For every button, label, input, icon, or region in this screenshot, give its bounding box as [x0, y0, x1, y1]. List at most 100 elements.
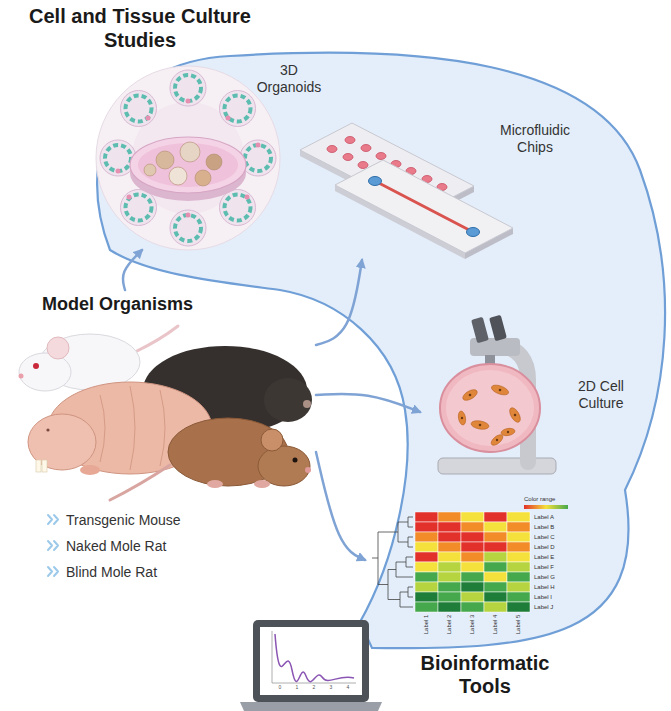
organism-name: Blind Mole Rat [66, 564, 286, 581]
microscope-figure [438, 458, 556, 474]
organoid-dish-figure [245, 145, 271, 171]
axis-tick: 4 [347, 685, 350, 691]
white-mouse [33, 363, 39, 369]
microscope-figure [489, 315, 507, 341]
heatmap-figure [438, 572, 461, 582]
organoid-dish-figure [186, 213, 191, 218]
microfluidic-chip-figure [361, 145, 371, 152]
microfluidic-chip-figure [369, 177, 382, 186]
organoid-dish-figure [116, 169, 121, 174]
heatmap-figure [461, 522, 484, 532]
heatmap-figure [507, 522, 530, 532]
microscope-figure [500, 427, 515, 436]
organoid-dish-figure [195, 170, 211, 186]
heatmap-figure [484, 542, 507, 552]
microfluidic-chip-figure [467, 228, 480, 237]
organoid-dish-figure [121, 91, 157, 127]
axis-tick: 3 [330, 685, 333, 691]
naked-mole-rat [80, 465, 100, 475]
laptop-figure [240, 702, 382, 711]
heatmap-figure [484, 552, 507, 562]
heatmap-figure [484, 532, 507, 542]
organoid-dish-figure [180, 142, 200, 162]
microfluidic-chip-figure [343, 154, 353, 161]
organoid-dish-figure [170, 70, 206, 106]
row-label: Label H [534, 584, 555, 591]
row-label: Label E [534, 554, 554, 561]
column-label: Label 4 [492, 614, 499, 634]
heatmap-figure [461, 552, 484, 562]
heatmap-figure [461, 592, 484, 602]
bullet-chevrons [48, 567, 58, 576]
white-mouse [19, 374, 24, 379]
microscope-figure [461, 389, 517, 441]
heatmap-figure [438, 542, 461, 552]
scale-caption: Color range [524, 496, 555, 503]
naked-mole-rat [42, 460, 47, 472]
microscope-figure [471, 317, 489, 343]
organoid-dish-figure [130, 137, 246, 193]
heatmap-figure [507, 572, 530, 582]
heatmap-figure [484, 602, 507, 612]
bullet-chevrons [48, 541, 58, 550]
organoid-dish-figure [127, 195, 132, 200]
organoid-dish-figure [186, 99, 191, 104]
bullet-chevrons [48, 515, 58, 524]
method-label: 2D Cell Culture [562, 378, 640, 412]
organoid-dish-figure [256, 143, 261, 148]
row-label: Label D [534, 544, 555, 551]
brown-mouse [305, 467, 311, 473]
heatmap-figure [415, 552, 438, 562]
microfluidic-chip-figure [376, 153, 386, 160]
heatmap-figure [507, 532, 530, 542]
brown-mouse [110, 418, 311, 500]
organoid-dish-figure [96, 66, 280, 250]
brown-mouse [258, 446, 310, 486]
organoid-dish-figure [225, 195, 251, 221]
microscope-figure [438, 315, 556, 474]
axis-tick: 0 [279, 685, 282, 691]
heatmap-figure [461, 512, 484, 522]
heatmap-figure [372, 517, 413, 607]
brown-mouse [254, 480, 270, 488]
organoid-dish-figure [121, 190, 157, 226]
axis-tick: 1 [296, 685, 299, 691]
group-heading: Bioinformatic Tools [410, 652, 560, 698]
row-label: Label C [534, 534, 555, 541]
heatmap-figure [415, 602, 438, 612]
brown-mouse [110, 465, 170, 500]
cell-culture-panel: 2D Cell Culture [420, 330, 644, 480]
heatmap-figure [438, 552, 461, 562]
heatmap-figure [484, 592, 507, 602]
organoid-dish-figure [144, 164, 156, 176]
group-heading: Model Organisms [42, 294, 262, 315]
method-label: Microfluidic Chips [490, 122, 580, 156]
organoid-dish-figure [105, 145, 131, 171]
naked-mole-rat [46, 428, 49, 431]
organoid-dish-figure [105, 75, 271, 241]
heatmap-figure [438, 592, 461, 602]
microscope-figure [470, 419, 489, 430]
heatmap-figure [507, 602, 530, 612]
heatmap-figure [507, 582, 530, 592]
column-label: Label 3 [469, 614, 476, 634]
heatmap-figure [507, 592, 530, 602]
heatmap-figure [484, 582, 507, 592]
organoid-dish-figure [100, 70, 276, 246]
organoid-dish-figure [138, 143, 238, 187]
heatmap-figure [438, 522, 461, 532]
microfluidic-chip-figure [375, 181, 473, 232]
organoid-dish-figure [220, 190, 256, 226]
heatmap-figure [484, 562, 507, 572]
heatmap-figure [461, 532, 484, 542]
heatmap-figure [507, 542, 530, 552]
heatmap-figure [438, 582, 461, 592]
organoid-dish-figure [170, 210, 206, 246]
heatmap-figure [415, 512, 438, 522]
organoid-dish-figure [175, 215, 201, 241]
microfluidic-chip-figure [335, 160, 513, 253]
naked-mole-rat [36, 460, 41, 472]
heatmap-figure [507, 552, 530, 562]
microfluidic-chip-figure [300, 123, 513, 259]
